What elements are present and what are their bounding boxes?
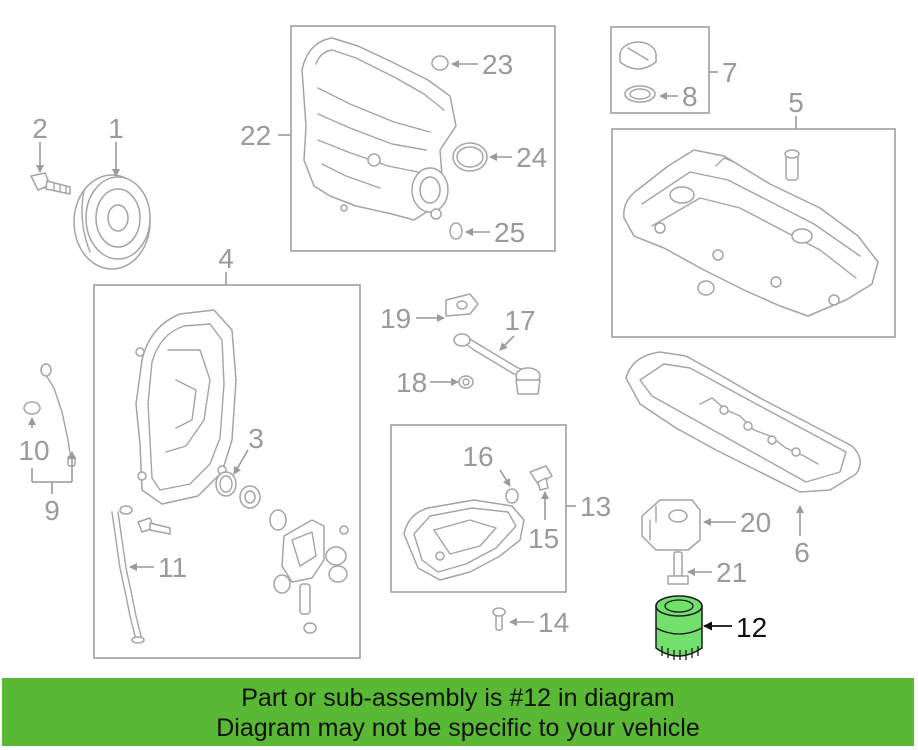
label-19: 19 [380, 303, 411, 334]
callout-labels: 1 2 3 4 5 6 7 8 9 10 11 12 13 14 15 16 1… [18, 49, 809, 643]
part-15-drain-plug [529, 465, 553, 491]
part-5-valve-cover [623, 149, 879, 317]
part-21-bolt [667, 551, 689, 585]
label-20: 20 [740, 507, 771, 538]
part-18-bolt [458, 375, 474, 389]
label-6: 6 [794, 537, 810, 568]
box-valve-cover [611, 128, 896, 338]
label-1: 1 [108, 113, 124, 144]
oil-pump-assembly [239, 485, 349, 634]
box-oil-cap [610, 26, 710, 114]
label-12: 12 [736, 612, 767, 643]
label-18: 18 [396, 367, 427, 398]
box-oil-pan [390, 424, 567, 593]
box-timing-cover [93, 284, 361, 659]
label-4: 4 [218, 243, 234, 274]
part-24-gasket-inner [456, 146, 484, 168]
part-7-oil-cap [619, 41, 657, 70]
part-3-seal [215, 471, 237, 497]
part-6-gasket [625, 351, 861, 493]
label-14: 14 [538, 607, 569, 638]
label-13: 13 [580, 491, 611, 522]
label-25: 25 [494, 217, 525, 248]
part-17-pipe [453, 333, 541, 395]
part-19-gasket [445, 293, 479, 317]
banner-line-1: Part or sub-assembly is #12 in diagram [241, 684, 675, 712]
part-22-intake-manifold [301, 37, 457, 221]
part-3-seal-inner [219, 475, 233, 493]
parts-diagram: 1 2 3 4 5 6 7 8 9 10 11 12 13 14 15 16 1… [18, 25, 896, 660]
label-3: 3 [248, 423, 264, 454]
part-10-seal [23, 401, 41, 415]
banner-line-2: Diagram may not be specific to your vehi… [216, 714, 700, 742]
label-9: 9 [44, 495, 60, 526]
label-5: 5 [788, 87, 804, 118]
box-intake-manifold [290, 25, 556, 252]
label-21: 21 [716, 557, 747, 588]
part-14-bolt [492, 607, 506, 631]
label-10: 10 [18, 435, 49, 466]
label-22: 22 [240, 120, 271, 151]
part-12-oil-filter [655, 595, 703, 660]
label-24: 24 [516, 142, 547, 173]
part-16-washer [505, 488, 519, 504]
label-16: 16 [462, 441, 493, 472]
part-8-seal-inner [629, 88, 651, 100]
part-13-oil-pan [403, 499, 525, 581]
part-23-gasket [431, 55, 449, 71]
part-1-pulley [73, 174, 151, 270]
label-2: 2 [32, 113, 48, 144]
cover-bolt [137, 517, 171, 535]
part-4-timing-cover [135, 309, 237, 505]
label-15: 15 [528, 523, 559, 554]
part-20-bracket [641, 499, 701, 551]
label-23: 23 [482, 49, 513, 80]
info-banner: Part or sub-assembly is #12 in diagram D… [2, 678, 914, 746]
label-7: 7 [722, 57, 738, 88]
part-11-tube [111, 505, 145, 644]
part-25-gasket [449, 222, 463, 240]
label-11: 11 [158, 552, 187, 583]
leader-lines [28, 60, 804, 631]
label-17: 17 [504, 305, 535, 336]
part-2-bolt [30, 172, 71, 195]
label-8: 8 [682, 81, 698, 112]
